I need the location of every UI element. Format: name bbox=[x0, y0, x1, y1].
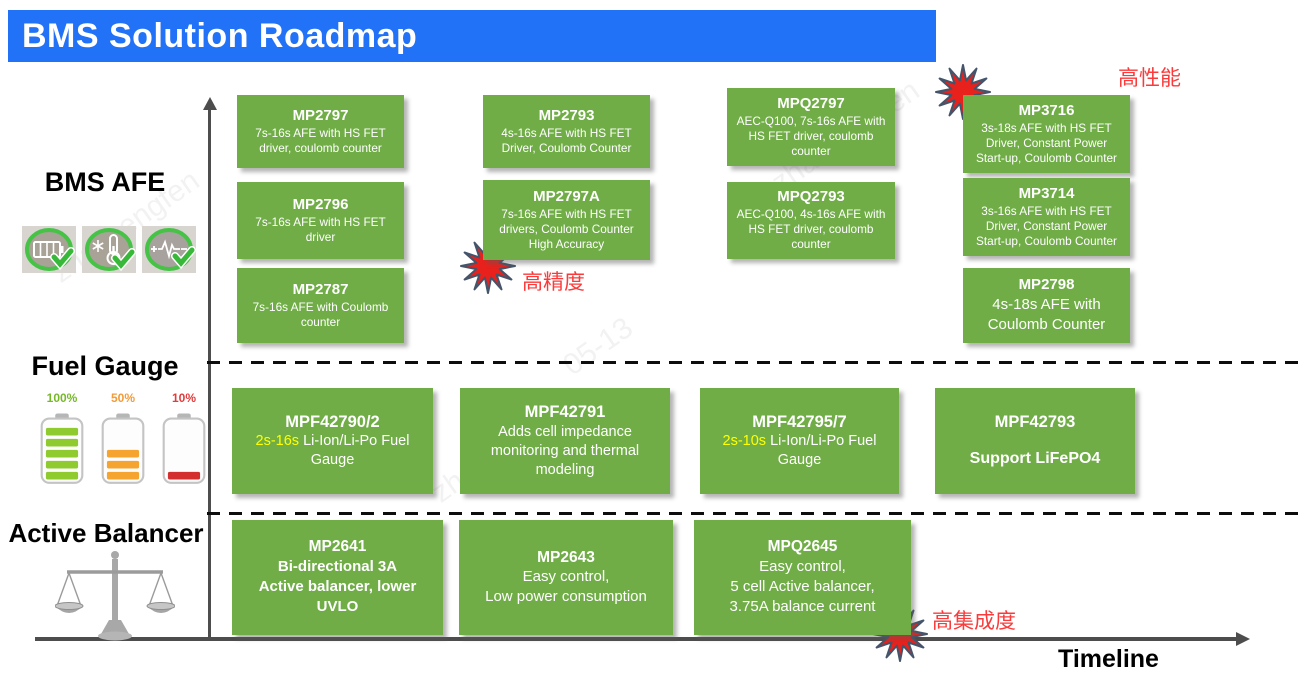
product-name: MPQ2645 bbox=[767, 538, 838, 556]
product-name: MPF42791 bbox=[524, 403, 606, 422]
annotation-high-accuracy: 高精度 bbox=[522, 270, 585, 294]
battery-100-icon: 100% bbox=[40, 391, 84, 491]
battery-10-label: 10% bbox=[171, 391, 197, 405]
product-desc: 7s-16s AFE with HS FET driver bbox=[255, 214, 386, 244]
timeline-label: Timeline bbox=[1058, 645, 1159, 673]
product-desc: 2s-10s Li-Ion/Li-Po Fuel Gauge bbox=[722, 433, 877, 469]
product-box-mp2796: MP2796 7s-16s AFE with HS FET driver bbox=[237, 182, 404, 259]
cell-range-highlight: 2s-10s bbox=[722, 433, 767, 450]
separator-afe-fuelgauge bbox=[207, 361, 1305, 364]
product-box-mp2641: MP2641 Bi-directional 3A Active balancer… bbox=[232, 520, 443, 635]
product-box-mpf42790-2: MPF42790/2 2s-16s Li-Ion/Li-Po Fuel Gaug… bbox=[232, 388, 433, 494]
product-box-mp3714: MP3714 3s-16s AFE with HS FET Driver, Co… bbox=[963, 178, 1130, 256]
battery-50-icon: 50% bbox=[101, 391, 145, 491]
timeline-axis-arrow-icon bbox=[1236, 632, 1250, 646]
section-label-active-balancer: Active Balancer bbox=[8, 518, 204, 548]
product-box-mpf42791: MPF42791 Adds cell impedance monitoring … bbox=[460, 388, 670, 494]
product-name: MP2641 bbox=[308, 538, 367, 556]
product-desc: 3s-16s AFE with HS FET Driver, Constant … bbox=[976, 203, 1117, 248]
product-name: MP2797A bbox=[533, 187, 600, 205]
product-desc: 7s-16s AFE with Coulomb counter bbox=[252, 299, 389, 329]
product-name: MPQ2793 bbox=[777, 188, 845, 206]
product-box-mp2787: MP2787 7s-16s AFE with Coulomb counter bbox=[237, 268, 404, 343]
battery-monitor-icon bbox=[22, 226, 76, 273]
product-desc: 4s-16s AFE with HS FET Driver, Coulomb C… bbox=[501, 125, 632, 155]
product-desc: 3s-18s AFE with HS FET Driver, Constant … bbox=[976, 120, 1117, 165]
product-desc: Bi-directional 3A Active balancer, lower… bbox=[258, 557, 417, 616]
afe-feature-icons bbox=[22, 226, 196, 273]
vertical-axis bbox=[208, 108, 211, 640]
vertical-axis-arrow-icon bbox=[203, 97, 217, 110]
product-desc: AEC-Q100, 4s-16s AFE with HS FET driver,… bbox=[736, 207, 886, 252]
product-box-mp2798: MP2798 4s-18s AFE with Coulomb Counter bbox=[963, 268, 1130, 343]
product-name: MP2798 bbox=[1018, 275, 1075, 293]
product-box-mp3716: MP3716 3s-18s AFE with HS FET Driver, Co… bbox=[963, 95, 1130, 173]
section-label-fuel-gauge: Fuel Gauge bbox=[31, 351, 179, 381]
product-box-mp2793: MP2793 4s-16s AFE with HS FET Driver, Co… bbox=[483, 95, 650, 168]
product-desc: 4s-18s AFE with Coulomb Counter bbox=[987, 295, 1106, 333]
product-box-mpq2797: MPQ2797 AEC-Q100, 7s-16s AFE with HS FET… bbox=[727, 88, 895, 166]
product-box-mpq2645: MPQ2645 Easy control, 5 cell Active bala… bbox=[694, 520, 911, 635]
product-desc: 7s-16s AFE with HS FET drivers, Coulomb … bbox=[499, 206, 634, 251]
battery-50-label: 50% bbox=[110, 391, 136, 405]
current-pulse-icon bbox=[142, 226, 196, 273]
product-desc: Adds cell impedance monitoring and therm… bbox=[490, 424, 640, 478]
product-desc: 2s-16s Li-Ion/Li-Po Fuel Gauge bbox=[255, 433, 410, 469]
product-box-mp2797: MP2797 7s-16s AFE with HS FET driver, co… bbox=[237, 95, 404, 168]
product-name: MP2797 bbox=[292, 107, 349, 125]
product-box-mpq2793: MPQ2793 AEC-Q100, 4s-16s AFE with HS FET… bbox=[727, 182, 895, 259]
separator-fuelgauge-balancer bbox=[207, 512, 1305, 515]
product-name: MP2793 bbox=[538, 107, 595, 125]
balance-scale-icon bbox=[54, 548, 176, 647]
annotation-high-performance: 高性能 bbox=[1118, 66, 1181, 90]
title-bar: BMS Solution Roadmap bbox=[8, 10, 936, 62]
temperature-monitor-icon bbox=[82, 226, 136, 273]
product-box-mpf42795-7: MPF42795/7 2s-10s Li-Ion/Li-Po Fuel Gaug… bbox=[700, 388, 899, 494]
battery-10-icon: 10% bbox=[162, 391, 206, 491]
product-name: MP3714 bbox=[1018, 184, 1075, 202]
product-desc: Easy control, 5 cell Active balancer, 3.… bbox=[729, 557, 876, 616]
product-name: MPF42793 bbox=[994, 413, 1076, 432]
product-name: MPF42795/7 bbox=[752, 412, 847, 431]
product-desc: AEC-Q100, 7s-16s AFE with HS FET driver,… bbox=[736, 113, 886, 158]
cell-range-highlight: 2s-16s bbox=[255, 433, 300, 450]
product-box-mp2643: MP2643 Easy control, Low power consumpti… bbox=[459, 520, 673, 635]
page-title: BMS Solution Roadmap bbox=[22, 16, 418, 55]
annotation-high-integration: 高集成度 bbox=[932, 609, 1016, 633]
product-box-mpf42793: MPF42793 Support LiFePO4 bbox=[935, 388, 1135, 494]
product-name: MP2787 bbox=[292, 281, 349, 299]
section-label-bms-afe: BMS AFE bbox=[44, 167, 166, 197]
product-desc: Easy control, Low power consumption bbox=[485, 567, 647, 606]
timeline-axis bbox=[35, 637, 1238, 641]
product-desc: 7s-16s AFE with HS FET driver, coulomb c… bbox=[255, 125, 386, 155]
product-name: MP2796 bbox=[292, 196, 349, 214]
battery-100-label: 100% bbox=[46, 391, 78, 405]
product-box-mp2797a: MP2797A 7s-16s AFE with HS FET drivers, … bbox=[483, 180, 650, 260]
product-desc: Support LiFePO4 bbox=[969, 449, 1101, 467]
fuel-gauge-battery-icons: 100% 50% 10% bbox=[40, 391, 206, 491]
product-name: MPQ2797 bbox=[777, 94, 845, 112]
product-name: MP3716 bbox=[1018, 101, 1075, 119]
product-name: MP2643 bbox=[537, 548, 595, 566]
watermark: 05-13 bbox=[557, 311, 639, 383]
product-name: MPF42790/2 bbox=[285, 412, 380, 431]
